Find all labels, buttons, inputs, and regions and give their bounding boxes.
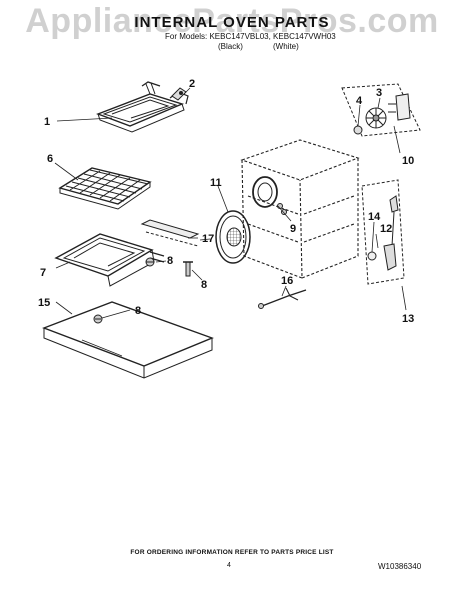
bake-element-bracket xyxy=(140,219,200,247)
callout-8-element-screw: 8 xyxy=(167,255,173,267)
models-line: For Models: KEBC147VBL03, KEBC147VWH03 xyxy=(165,32,336,41)
convection-fan-blade xyxy=(365,107,387,129)
page-number: 4 xyxy=(227,562,231,569)
leader-lines xyxy=(54,87,407,319)
ordering-note: FOR ORDERING INFORMATION REFER TO PARTS … xyxy=(130,549,334,556)
callout-labels: 1 2 3 4 6 7 8 8 8 9 10 11 12 13 14 15 16… xyxy=(38,78,414,325)
callout-16: 16 xyxy=(281,275,293,287)
callout-4: 4 xyxy=(356,95,363,107)
convection-fan-nut xyxy=(353,125,363,135)
oven-rack xyxy=(58,167,152,210)
document-number: W10386340 xyxy=(378,562,422,571)
oven-cavity-fan-opening xyxy=(252,176,278,208)
callout-2: 2 xyxy=(189,78,195,90)
oven-bottom-panel xyxy=(42,301,214,379)
fan-assembly-screws xyxy=(277,203,287,215)
bake-element xyxy=(54,233,165,287)
screw-8c xyxy=(93,314,103,324)
screw-8a xyxy=(145,257,155,267)
light-bulb xyxy=(367,251,377,261)
callout-12: 12 xyxy=(380,223,392,235)
callout-11: 11 xyxy=(210,177,222,189)
callout-14: 14 xyxy=(368,211,381,223)
variant-white: (White) xyxy=(273,42,299,51)
convection-motor-box xyxy=(341,83,421,137)
callout-10: 10 xyxy=(402,155,414,167)
screw-8b xyxy=(183,261,193,277)
callout-8-panel-screw: 8 xyxy=(135,305,141,317)
broil-element-bracket xyxy=(171,87,187,101)
convection-fan-cover xyxy=(215,210,251,264)
light-socket xyxy=(383,243,397,271)
broil-element xyxy=(96,81,189,133)
page-title: INTERNAL OVEN PARTS xyxy=(134,14,330,31)
oven-temperature-sensor xyxy=(258,287,307,309)
oven-cavity xyxy=(240,139,360,279)
callout-15: 15 xyxy=(38,297,50,309)
variant-black: (Black) xyxy=(218,42,243,51)
watermark: AppliancePartsPros.com xyxy=(25,2,439,40)
callout-7: 7 xyxy=(40,267,46,279)
callout-8-bracket-screw: 8 xyxy=(201,279,207,291)
callout-3: 3 xyxy=(376,87,382,99)
convection-motor xyxy=(388,93,411,121)
callout-9: 9 xyxy=(290,223,296,235)
callout-13: 13 xyxy=(402,313,414,325)
callout-17: 17 xyxy=(202,233,214,245)
callout-6: 6 xyxy=(47,153,53,165)
callout-1: 1 xyxy=(44,116,50,128)
